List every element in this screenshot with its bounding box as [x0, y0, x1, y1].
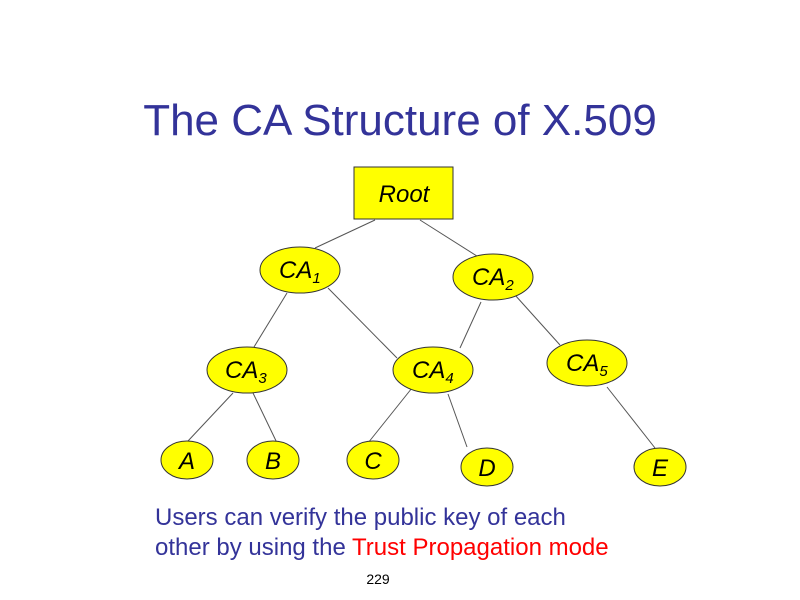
edge-ca2-ca5 [514, 294, 561, 346]
b-node [246, 440, 300, 480]
ca5-label: CA5 [566, 350, 608, 380]
ca1-label: CA1 [279, 257, 321, 287]
a-label: A [177, 448, 195, 475]
caption-line-2: other by using the Trust Propagation mod… [155, 533, 609, 563]
root-label: Root [379, 181, 431, 208]
edge-root-ca2 [419, 219, 481, 259]
caption-highlight: Trust Propagation mode [352, 534, 609, 561]
c-label: C [364, 448, 382, 475]
root-node [353, 166, 454, 220]
edge-ca3-a [187, 392, 234, 442]
ca3-label: CA3 [225, 357, 267, 387]
ca5-node [546, 339, 628, 387]
page-number: 229 [366, 571, 390, 587]
ca2-node [452, 253, 534, 301]
ca4-node [392, 346, 474, 394]
edge-ca3-b [252, 392, 279, 446]
edge-ca5-e [606, 386, 656, 449]
a-node [160, 440, 214, 480]
edge-ca1-ca3 [253, 292, 288, 348]
e-label: E [652, 455, 669, 482]
tree-edges [187, 219, 656, 449]
slide-title: The CA Structure of X.509 [143, 96, 657, 145]
edge-ca1-ca4 [327, 287, 398, 359]
caption: Users can verify the public key of each … [155, 503, 609, 563]
c-node [346, 440, 400, 480]
ca4-label: CA4 [412, 357, 454, 387]
e-node [633, 447, 687, 487]
d-node [460, 447, 514, 487]
ca3-node [206, 346, 288, 394]
caption-line-2-text: other by using the [155, 534, 353, 561]
ca1-node [259, 246, 341, 294]
edge-root-ca1 [314, 219, 376, 249]
edge-ca2-ca4 [459, 301, 482, 349]
d-label: D [478, 455, 495, 482]
b-label: B [265, 448, 281, 475]
edge-ca4-d [447, 393, 468, 448]
caption-line-1: Users can verify the public key of each [155, 504, 566, 531]
ca2-label: CA2 [472, 264, 514, 294]
edge-ca4-c [367, 387, 413, 444]
